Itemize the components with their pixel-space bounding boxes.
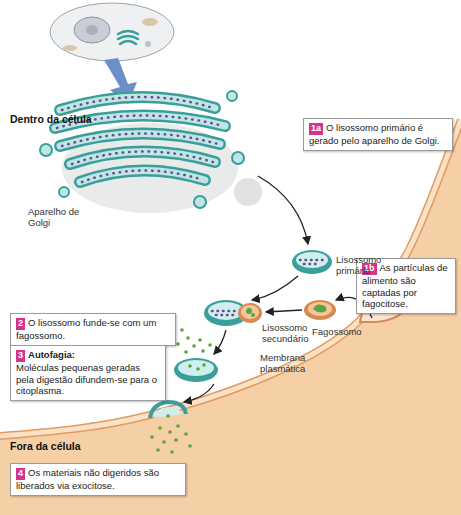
secondary-lysosome-part	[212, 311, 238, 315]
phagosome	[304, 300, 336, 320]
primary-lysosome-part	[296, 252, 328, 268]
exocytosis-part	[188, 444, 192, 448]
primary-lysosome	[292, 250, 332, 274]
autophagy-vesicle-part	[184, 350, 188, 354]
cell-thumbnail-part	[142, 18, 158, 26]
plasma-membrane	[0, 120, 461, 436]
golgi-apparatus-part	[80, 170, 205, 182]
exocytosis-part	[174, 438, 178, 442]
part-label: Fagossomo	[312, 326, 382, 337]
secondary-lysosome-part	[246, 308, 252, 314]
golgi-apparatus-part	[40, 144, 52, 156]
cell-thumbnail-part	[145, 41, 151, 47]
golgi-apparatus-part	[234, 178, 262, 206]
callout-number: 1a	[309, 123, 323, 135]
autophagy-vesicle-part	[176, 342, 180, 346]
golgi-apparatus	[40, 91, 262, 213]
cell-thumbnail-part	[50, 3, 174, 61]
secondary-lysosome-part	[241, 305, 259, 319]
golgi-apparatus-part	[80, 170, 205, 182]
process-arrows	[184, 176, 372, 402]
golgi-apparatus-part	[232, 152, 244, 164]
cell-thumbnail-part	[63, 45, 77, 51]
golgi-apparatus-part	[194, 196, 206, 208]
secondary-lysosome-part	[238, 303, 262, 323]
autophagy-vesicle-part	[180, 328, 184, 332]
golgi-apparatus-part	[60, 97, 215, 110]
exocytosis-part	[158, 426, 162, 430]
cell-thumbnail-part	[86, 25, 98, 35]
autophagy-vesicle	[174, 328, 218, 382]
autophagy-vesicle-part	[174, 358, 218, 382]
autophagy-vesicle-part	[188, 364, 192, 368]
callout-number: 3	[16, 350, 25, 362]
callout-number: 2	[16, 318, 25, 330]
exocytosis-part	[168, 430, 172, 434]
outside-region-part	[0, 120, 461, 515]
cell-thumbnail	[50, 3, 174, 61]
cell-thumbnail-part	[74, 17, 110, 43]
golgi-apparatus-part	[60, 97, 215, 110]
autophagy-vesicle-part	[198, 338, 202, 342]
golgi-apparatus-part	[227, 91, 237, 101]
region-label: Dentro da célula	[10, 113, 130, 126]
exocytosis-part	[154, 407, 182, 418]
process-arrows-part	[258, 176, 308, 244]
primary-lysosome-part	[300, 260, 324, 264]
phagosome-part	[304, 300, 336, 320]
phagosome-part	[313, 305, 327, 313]
process-arrows-part	[184, 384, 214, 402]
process-arrows-part	[252, 276, 298, 300]
callout-text: Os materiais não digeridos são liberados…	[16, 467, 159, 491]
autophagy-vesicle-part	[196, 367, 200, 371]
autophagy-vesicle-part	[201, 349, 205, 353]
exocytosis-part	[166, 414, 170, 418]
autophagy-vesicle-part	[192, 344, 196, 348]
callout-text: O lisossomo funde-se com um fagossomo.	[16, 317, 156, 341]
secondary-lysosome-part	[251, 313, 255, 317]
process-arrows-part	[214, 330, 226, 354]
callout-box: 1bAs partículas de alimento são captadas…	[356, 258, 456, 314]
region-label: Fora da célula	[10, 440, 130, 453]
callout-text: Moléculas pequenas geradas pela digestão…	[16, 362, 160, 398]
callout-box: 4Os materiais não digeridos são liberado…	[10, 463, 186, 496]
exocytosis-part	[150, 402, 186, 418]
exocytosis-part	[150, 435, 154, 439]
secondary-lysosome	[204, 300, 262, 326]
exocytosis-part	[162, 440, 166, 444]
autophagy-vesicle-part	[178, 360, 214, 376]
plasma-membrane-part	[0, 120, 461, 436]
plasma-membrane-part	[0, 120, 461, 436]
part-label: Aparelho de Golgi	[28, 206, 90, 229]
golgi-apparatus-part	[59, 187, 69, 197]
outside-region	[0, 120, 461, 515]
primary-lysosome-part	[292, 250, 332, 274]
golgi-apparatus-part	[57, 97, 223, 182]
callout-box: 1aO lisossomo primário é gerado pelo apa…	[303, 118, 453, 151]
process-arrows-part	[266, 310, 302, 312]
callout-text: O lisossomo primário é gerado pelo apare…	[309, 122, 439, 146]
exocytosis	[150, 402, 192, 454]
callout-number: 4	[16, 468, 25, 480]
part-label: Lisossomo primário	[336, 254, 398, 277]
exocytosis-part	[184, 432, 188, 436]
exocytosis-part	[156, 448, 160, 452]
autophagy-vesicle-part	[186, 336, 190, 340]
phagosome-part	[308, 302, 332, 316]
cell-thumbnail-part	[118, 31, 138, 44]
autophagy-vesicle-part	[208, 343, 212, 347]
autophagy-vesicle-part	[202, 363, 206, 367]
exocytosis-part	[170, 450, 174, 454]
exocytosis-part	[176, 424, 180, 428]
callout-box: 2O lisossomo funde-se com um fagossomo.	[10, 313, 176, 346]
part-label: Membrana plasmática	[260, 352, 326, 375]
callout-box: 3Autofagia: Moléculas pequenas geradas pe…	[10, 345, 166, 401]
callout-heading: Autofagia:	[28, 349, 75, 360]
